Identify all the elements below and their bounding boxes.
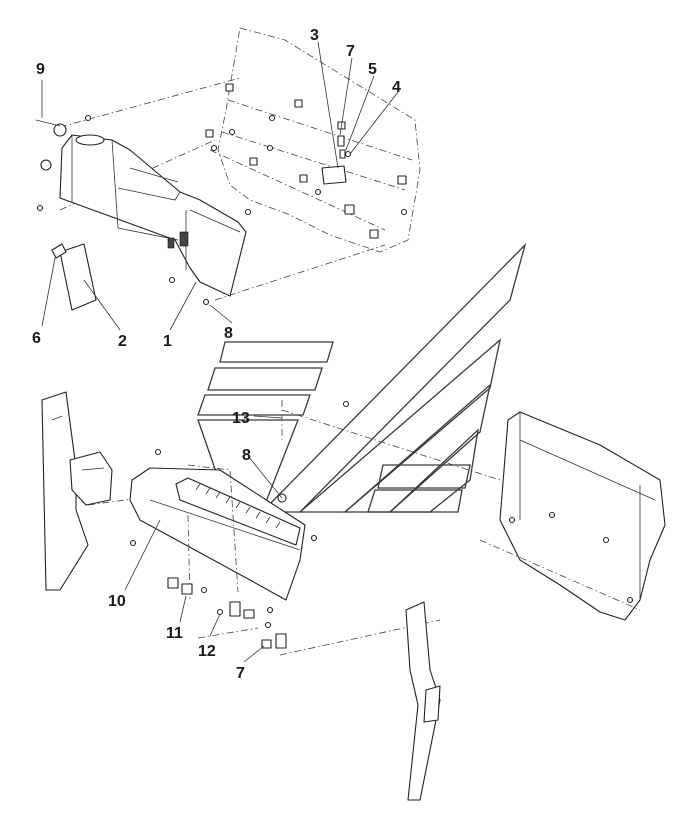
right-pillar-trim bbox=[405, 601, 441, 801]
callout-13: 13 bbox=[232, 410, 250, 427]
callout-11: 11 bbox=[166, 625, 183, 642]
callout-5: 5 bbox=[368, 61, 377, 78]
callout-7-lower: 7 bbox=[236, 665, 245, 682]
callout-2: 2 bbox=[118, 333, 127, 350]
callout-1: 1 bbox=[163, 333, 172, 350]
nut-part-9 bbox=[35, 119, 67, 171]
bracket-set-3-4-5-7 bbox=[321, 135, 352, 185]
callout-8-upper: 8 bbox=[224, 325, 233, 342]
lower-bracket-part-2 bbox=[51, 243, 97, 311]
callout-6: 6 bbox=[32, 330, 41, 347]
leader-lines bbox=[41, 41, 399, 663]
lower-console-part-10 bbox=[129, 464, 306, 601]
watermark-logo bbox=[197, 242, 527, 513]
callout-12: 12 bbox=[198, 643, 216, 660]
upper-console-part-1 bbox=[59, 134, 247, 297]
callout-8-lower: 8 bbox=[242, 447, 251, 464]
vent-grille bbox=[195, 483, 281, 529]
callouts: 9 3 7 5 4 6 2 1 8 13 8 10 11 12 7 bbox=[32, 27, 401, 682]
left-pillar-trim bbox=[41, 391, 141, 591]
screws-upper bbox=[36, 114, 252, 306]
callout-7-upper: 7 bbox=[346, 43, 355, 60]
right-back-wall bbox=[281, 409, 666, 621]
callout-9: 9 bbox=[36, 61, 45, 78]
callout-10: 10 bbox=[108, 593, 126, 610]
panel-clips bbox=[205, 83, 408, 239]
callout-3: 3 bbox=[310, 27, 319, 44]
callout-4: 4 bbox=[392, 79, 401, 96]
